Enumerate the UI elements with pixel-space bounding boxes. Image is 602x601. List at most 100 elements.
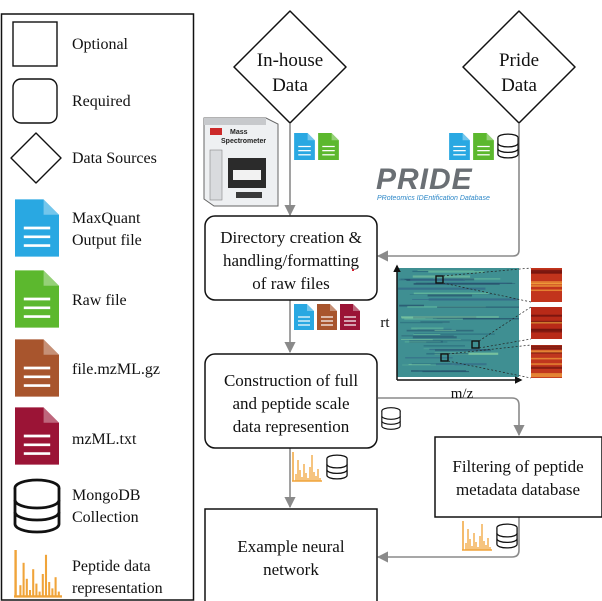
heatmap-streak: [401, 339, 461, 341]
legend-label-peptide-1: Peptide data: [72, 558, 151, 575]
source-inhouse: In-house Data: [233, 10, 347, 124]
legend-item-optional: Optional: [12, 21, 129, 67]
legend-label-peptide-2: representation: [72, 580, 163, 597]
step-construction: Construction of full and peptide scale d…: [204, 353, 378, 449]
database-icon: [13, 478, 61, 534]
filtering-output-icons: [462, 521, 518, 551]
database-icon: [496, 523, 518, 549]
heatmap-zoom-lines: [442, 267, 532, 379]
inhouse-label-2: Data: [272, 75, 308, 96]
zoom-patch-streak: [531, 366, 562, 369]
construction-text-1: Construction of full: [224, 371, 358, 390]
zoom-patch-streak: [531, 329, 562, 331]
zoom-box-top: [435, 275, 444, 284]
heatmap-streak: [422, 370, 470, 373]
legend-item-mzml-gz: file.mzML.gz: [15, 339, 160, 397]
step-filtering: Filtering of peptide metadata database: [434, 436, 602, 518]
legend-label-maxquant-1: MaxQuant: [72, 210, 141, 227]
zoom-box-middle: [471, 340, 480, 349]
zoom-patch-streak: [531, 350, 562, 353]
legend-item-required: Required: [12, 78, 131, 124]
raw-file-icon: [318, 133, 339, 160]
heatmap-streak: [435, 363, 487, 366]
construction-output-icons: [292, 452, 348, 482]
zoom-patch-bottom: [531, 345, 562, 378]
database-icon: [326, 454, 348, 480]
zoom-patch-streak: [531, 345, 562, 348]
connectors: [284, 124, 525, 563]
zoom-patch-streak: [531, 289, 562, 292]
inhouse-label-1: In-house: [257, 50, 323, 71]
heatmap-streak: [427, 294, 473, 297]
construction-database-icon: [381, 407, 401, 430]
heatmap-streak: [417, 270, 475, 271]
heatmap-streak: [437, 306, 519, 308]
network-text-2: network: [263, 560, 319, 579]
directory-text-3: of raw files: [252, 274, 329, 293]
maxquant-file-icon: [449, 133, 470, 160]
heatmap-streak: [428, 298, 518, 301]
zoom-patch-streak: [531, 272, 562, 274]
heatmap-streak: [414, 333, 495, 335]
zoom-patch-streak: [531, 315, 562, 317]
legend-item-mongodb: MongoDB Collection: [13, 478, 140, 534]
optional-square-icon: [12, 21, 58, 67]
legend-label-required: Required: [72, 93, 131, 110]
legend-item-peptide: Peptide data representation: [12, 550, 163, 598]
zoom-patch-streak: [531, 352, 562, 354]
raw-file-icon: [473, 133, 494, 160]
heatmap-streak: [412, 298, 458, 300]
zoom-patch-streak: [531, 281, 562, 283]
inhouse-diamond: [233, 10, 347, 124]
heatmap-axes: [393, 264, 523, 384]
arrow-pride-to-directory: [376, 124, 520, 262]
legend-label-maxquant-2: Output file: [72, 232, 142, 249]
directory-red-dot: [352, 269, 354, 271]
network-text-1: Example neural: [237, 537, 344, 556]
legend-item-mzml-txt: mzML.txt: [15, 407, 137, 465]
heatmap-streak: [410, 279, 465, 281]
directory-output-file-icons: [294, 304, 360, 330]
heatmap-streak: [426, 341, 448, 343]
zoom-patch-streak: [531, 330, 562, 333]
zoom-patch-streak: [531, 271, 562, 274]
heatmap-streaks: [398, 270, 519, 373]
heatmap-streak: [434, 349, 491, 352]
zoom-patch-streak: [531, 357, 562, 360]
arrow-filtering-to-network: [376, 517, 520, 563]
arrow-construction-to-filtering: [378, 397, 525, 437]
heatmap-streak: [423, 345, 466, 347]
heatmap-streak: [399, 304, 424, 307]
heatmap-streak: [404, 318, 463, 320]
directory-text-1: Directory creation &: [220, 228, 362, 247]
heatmap-streak: [423, 348, 488, 350]
filtering-text-2: metadata database: [456, 480, 580, 499]
heatmap-streak: [411, 363, 452, 365]
spectrometer-badge: [210, 128, 222, 135]
peptide-plot-icon: [292, 452, 322, 482]
directory-box: [204, 215, 378, 301]
spectrometer-top: [204, 118, 266, 125]
heatmap-streak: [411, 327, 444, 330]
mass-spectrometer-illustration: Mass Spectrometer: [203, 117, 279, 207]
legend-item-maxquant: MaxQuant Output file: [15, 199, 142, 257]
data-source-diamond-icon: [10, 132, 62, 184]
construction-text-3: data represention: [233, 417, 350, 436]
filtering-text-1: Filtering of peptide: [452, 457, 583, 476]
zoom-patch-streak: [531, 374, 562, 378]
maxquant-file-icon: [294, 304, 314, 330]
legend-label-data-sources: Data Sources: [72, 150, 157, 167]
mz-axis-label: m/z: [451, 386, 474, 402]
source-pride: Pride Data: [462, 10, 576, 124]
zoom-patch-streak: [531, 269, 562, 272]
heatmap-streak: [398, 287, 486, 290]
construction-text-2: and peptide scale: [232, 394, 349, 413]
legend-label-mongodb-2: Collection: [72, 509, 139, 526]
heatmap-streak: [434, 329, 457, 331]
rt-axis-label: rt: [380, 315, 390, 331]
pride-logo-subtitle: PRoteomics IDEntification Database: [377, 195, 490, 202]
construction-box: [204, 353, 378, 449]
pride-diamond: [462, 10, 576, 124]
step-directory: Directory creation & handling/formatting…: [204, 215, 378, 301]
zoom-patch-streak: [531, 285, 562, 287]
